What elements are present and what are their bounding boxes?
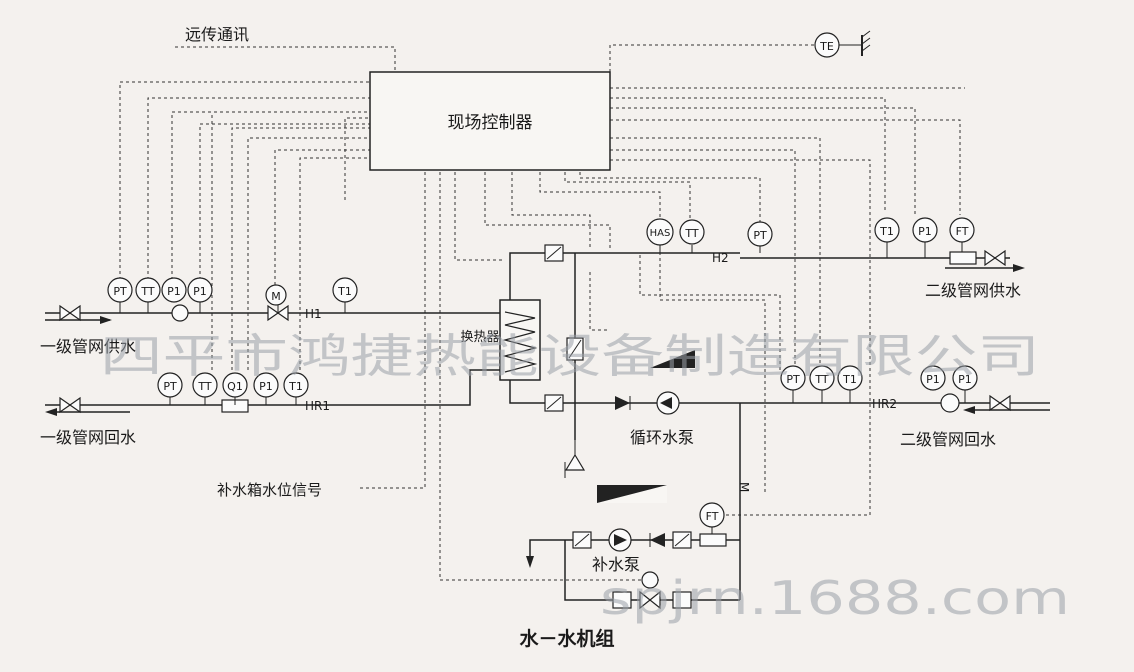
svg-text:P1: P1 [958,373,972,386]
svg-text:TT: TT [197,380,212,393]
instrument-ft-secondary: FT [949,217,975,252]
svg-text:PT: PT [753,229,767,242]
instrument-tt-return: TT [192,372,218,405]
m-label: M [737,482,751,492]
svg-text:T1: T1 [879,225,894,238]
instruments: TE PT TT P1 P1 M T1 PT TT Q1 P1 T1 HAS T… [107,30,978,534]
heat-exchanger: 换热器 [460,299,541,381]
instrument-p1-sec-return-b: P1 [952,365,978,403]
instrument-pt-sec-return: PT [780,365,806,403]
svg-text:T1: T1 [337,285,352,298]
svg-text:HAS: HAS [650,228,671,239]
svg-text:TE: TE [819,40,834,53]
valve-secondary-return [989,394,1011,412]
check-valve-makeup [649,533,665,547]
valve-primary-return [59,396,81,414]
instrument-p1-supply-a: P1 [161,277,187,303]
valve-secondary-supply [984,249,1006,267]
svg-text:P1: P1 [193,285,207,298]
diagram-caption: 水－水机组 [519,627,614,650]
instrument-t1-secondary: T1 [874,217,900,258]
level-indicator [650,350,695,368]
svg-text:PT: PT [163,380,177,393]
instrument-t1-return: T1 [283,372,309,405]
text-labels: 远传通讯 一级管网供水 一级管网回水 二级管网供水 二级管网回水 循环水泵 补水… [40,25,1021,650]
valve-box-6 [672,591,692,609]
instrument-p1-supply-b: P1 [187,277,213,313]
secondary-return-label: 二级管网回水 [900,430,996,449]
valve-primary-supply [59,304,81,322]
pumps [171,304,960,589]
watermark-company: 四平市鸿捷热能设备制造有限公司 [100,329,1040,383]
svg-text:P1: P1 [259,380,273,393]
hr1-label: HR1 [305,399,330,413]
svg-text:TT: TT [684,227,699,240]
svg-text:T1: T1 [288,380,303,393]
makeup-pump-2-icon [641,571,659,589]
svg-text:T1: T1 [842,373,857,386]
filter [699,533,727,547]
instrument-p1-return: P1 [253,372,279,405]
hr2-label: HR2 [872,397,897,411]
signal-lines [119,44,965,581]
h1-label: H1 [305,307,322,321]
pipes [45,252,1050,601]
check-valve-circ [615,396,631,410]
valve-motorized [267,304,289,322]
svg-text:TT: TT [140,285,155,298]
svg-text:Q1: Q1 [227,380,243,393]
instrument-q1-return: Q1 [222,372,248,405]
instrument-tt-supply: TT [135,277,161,313]
instrument-pt-hx: PT [747,221,773,253]
valve-box-5 [612,591,632,609]
flow-meter-secondary [949,251,977,265]
remote-comm-label: 远传通讯 [185,25,249,44]
instrument-te: TE [814,30,871,58]
svg-text:FT: FT [706,510,719,523]
svg-text:P1: P1 [926,373,940,386]
instrument-tt-sec-return: TT [809,365,835,403]
svg-text:M: M [271,290,281,303]
instrument-p1-sec-return-a: P1 [920,365,946,391]
svg-text:P1: P1 [918,225,932,238]
watermarks: 四平市鸿捷热能设备制造有限公司 spjrn.1688.com [100,329,1070,625]
h2-label: H2 [712,251,729,265]
controller-box: 现场控制器 [369,71,611,171]
instrument-t1-supply: T1 [332,277,358,313]
makeup-pump-label: 补水泵 [592,555,640,574]
svg-text:P1: P1 [167,285,181,298]
instrument-has: HAS [646,218,674,253]
secondary-return-sensor [940,393,960,413]
safety-valve-icon [564,440,586,478]
tank-signal-label: 补水箱水位信号 [217,481,322,499]
controller-label: 现场控制器 [448,113,533,133]
instrument-pt-supply: PT [107,277,133,313]
svg-text:PT: PT [786,373,800,386]
secondary-supply-label: 二级管网供水 [925,281,1021,300]
instrument-pt-return: PT [157,372,183,405]
instrument-p1-secondary: P1 [912,217,938,258]
svg-text:PT: PT [113,285,127,298]
instrument-ft-makeup: FT [699,502,725,534]
instrument-tt-hx: TT [679,219,705,253]
primary-supply-label: 一级管网供水 [40,337,136,356]
primary-flow-sensor [171,304,189,322]
svg-text:FT: FT [956,225,969,238]
circulation-pump-label: 循环水泵 [630,428,694,447]
heat-exchanger-label: 换热器 [460,330,499,345]
svg-text:TT: TT [814,373,829,386]
watermark-site: spjrn.1688.com [600,571,1070,625]
instrument-motor: M [265,284,287,306]
instrument-t1-sec-return: T1 [837,365,863,403]
primary-return-label: 一级管网回水 [40,428,136,447]
valves [59,244,1011,610]
